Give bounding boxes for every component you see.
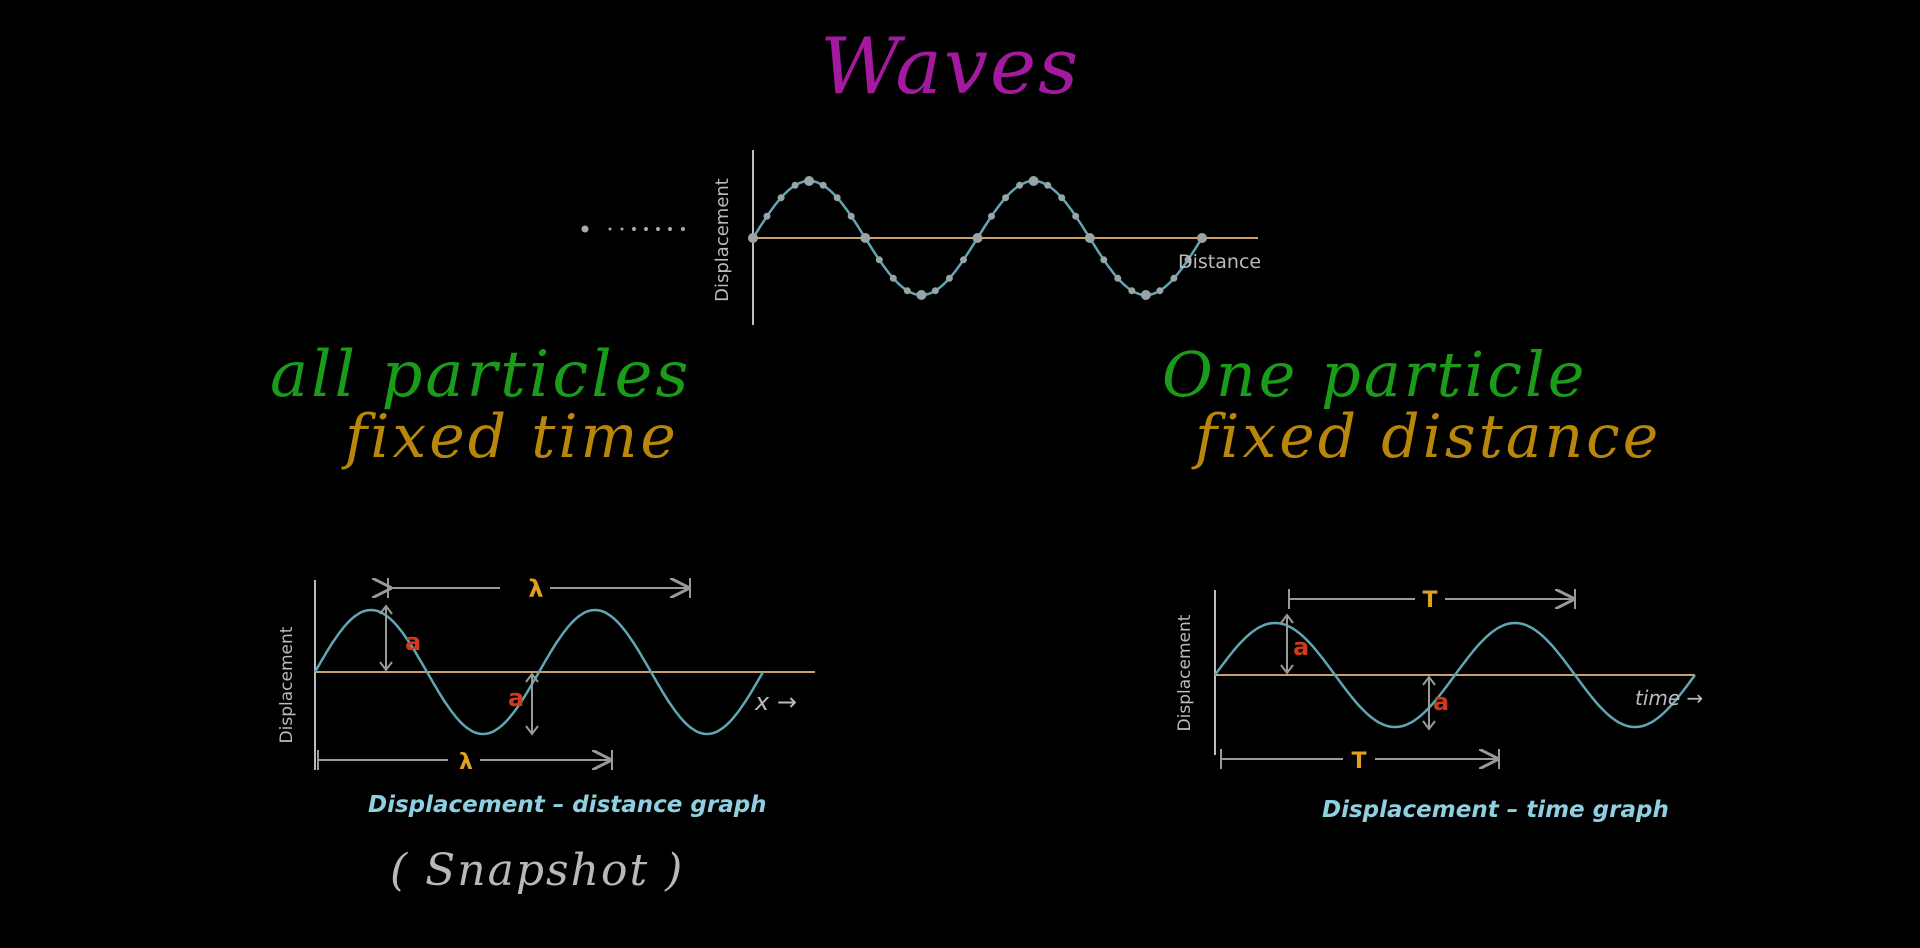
wave-particle bbox=[988, 212, 995, 220]
wave-particle bbox=[945, 274, 953, 282]
wave-particle bbox=[1016, 181, 1024, 189]
wave-particle bbox=[1184, 256, 1192, 264]
wave-particle bbox=[875, 256, 883, 264]
wave-particle bbox=[1128, 287, 1136, 295]
left-wave-curve bbox=[313, 608, 765, 736]
left-heading-1: all particles bbox=[270, 338, 692, 412]
left-caption: Displacement – distance graph bbox=[368, 792, 767, 818]
wave-particle bbox=[777, 194, 785, 202]
wave-particle bbox=[1072, 212, 1080, 220]
right-amp-top: a bbox=[1293, 633, 1309, 661]
wave-particle bbox=[960, 256, 967, 264]
wave-particle bbox=[819, 181, 827, 189]
right-ylabel: Displacement bbox=[1175, 614, 1195, 731]
right-period-bottom: T bbox=[1351, 749, 1366, 774]
top-ylabel: Displacement bbox=[712, 178, 733, 302]
top-wave-graph: Displacement Distance bbox=[581, 150, 1261, 325]
left-heading-2: fixed time bbox=[345, 402, 679, 472]
wave-particle bbox=[1100, 256, 1108, 264]
wave-particle bbox=[1028, 176, 1039, 186]
wave-particle bbox=[860, 233, 871, 243]
wave-particle bbox=[791, 181, 799, 189]
top-wave-particles bbox=[748, 176, 1207, 300]
wave-particle bbox=[833, 194, 841, 202]
displacement-distance-graph: λ λ a a Displacement x → bbox=[277, 575, 815, 775]
page-title: Waves bbox=[820, 22, 1081, 112]
wave-particle bbox=[931, 287, 939, 295]
right-x-axis-label: time → bbox=[1635, 686, 1703, 710]
wave-particle bbox=[903, 287, 911, 295]
left-ylabel: Displacement bbox=[277, 626, 297, 743]
wave-particle bbox=[1002, 194, 1010, 202]
snapshot-note: ( Snapshot ) bbox=[390, 845, 685, 896]
wave-particle bbox=[1170, 274, 1178, 282]
wave-particle bbox=[916, 290, 927, 300]
right-amp-bottom: a bbox=[1433, 688, 1449, 716]
wave-particle bbox=[763, 212, 771, 220]
wave-particle bbox=[1058, 194, 1066, 202]
left-x-axis-label: x → bbox=[754, 688, 797, 716]
left-amp-bottom: a bbox=[508, 684, 524, 712]
wave-particle bbox=[1044, 181, 1052, 189]
wave-particle bbox=[804, 176, 815, 186]
right-caption: Displacement – time graph bbox=[1322, 797, 1669, 823]
wave-particle bbox=[1197, 233, 1207, 243]
right-wave-curve bbox=[1213, 621, 1697, 729]
left-lambda-top: λ bbox=[528, 575, 543, 603]
wave-particle bbox=[972, 233, 983, 243]
left-lambda-bottom: λ bbox=[459, 750, 473, 775]
right-heading-1: One particle bbox=[1162, 338, 1588, 411]
right-period-top: T bbox=[1422, 588, 1437, 613]
wave-particle bbox=[1140, 290, 1151, 300]
wave-particle bbox=[847, 212, 855, 220]
wave-particle bbox=[748, 233, 758, 243]
top-xlabel: Distance bbox=[1178, 251, 1261, 273]
right-heading-2: fixed distance bbox=[1195, 402, 1662, 472]
wave-particle bbox=[1156, 287, 1164, 295]
leading-particles bbox=[581, 225, 685, 233]
left-amp-top: a bbox=[405, 628, 421, 656]
wave-particle bbox=[1084, 233, 1095, 243]
wave-particle bbox=[889, 274, 897, 282]
wave-particle bbox=[1114, 274, 1122, 282]
displacement-time-graph: T T a a Displacement time → bbox=[1175, 588, 1703, 774]
